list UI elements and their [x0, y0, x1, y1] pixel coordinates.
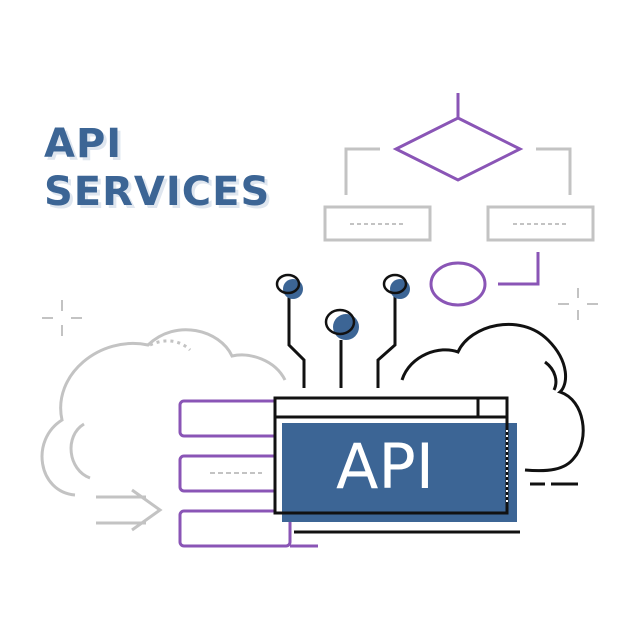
flowchart-icon [323, 93, 595, 307]
title-line-api: API [44, 121, 123, 167]
circuit-nodes-icon [275, 273, 410, 388]
page-title: API SERVICES [44, 120, 270, 216]
sparkle-icon [558, 288, 598, 320]
cloud-icon [400, 322, 585, 486]
sparkle-icon [42, 300, 82, 336]
cloud-icon [40, 328, 287, 497]
api-window: API [273, 396, 520, 534]
arrow-right-icon [96, 488, 163, 532]
api-label: API [336, 430, 434, 503]
title-line-services: SERVICES [44, 169, 271, 215]
